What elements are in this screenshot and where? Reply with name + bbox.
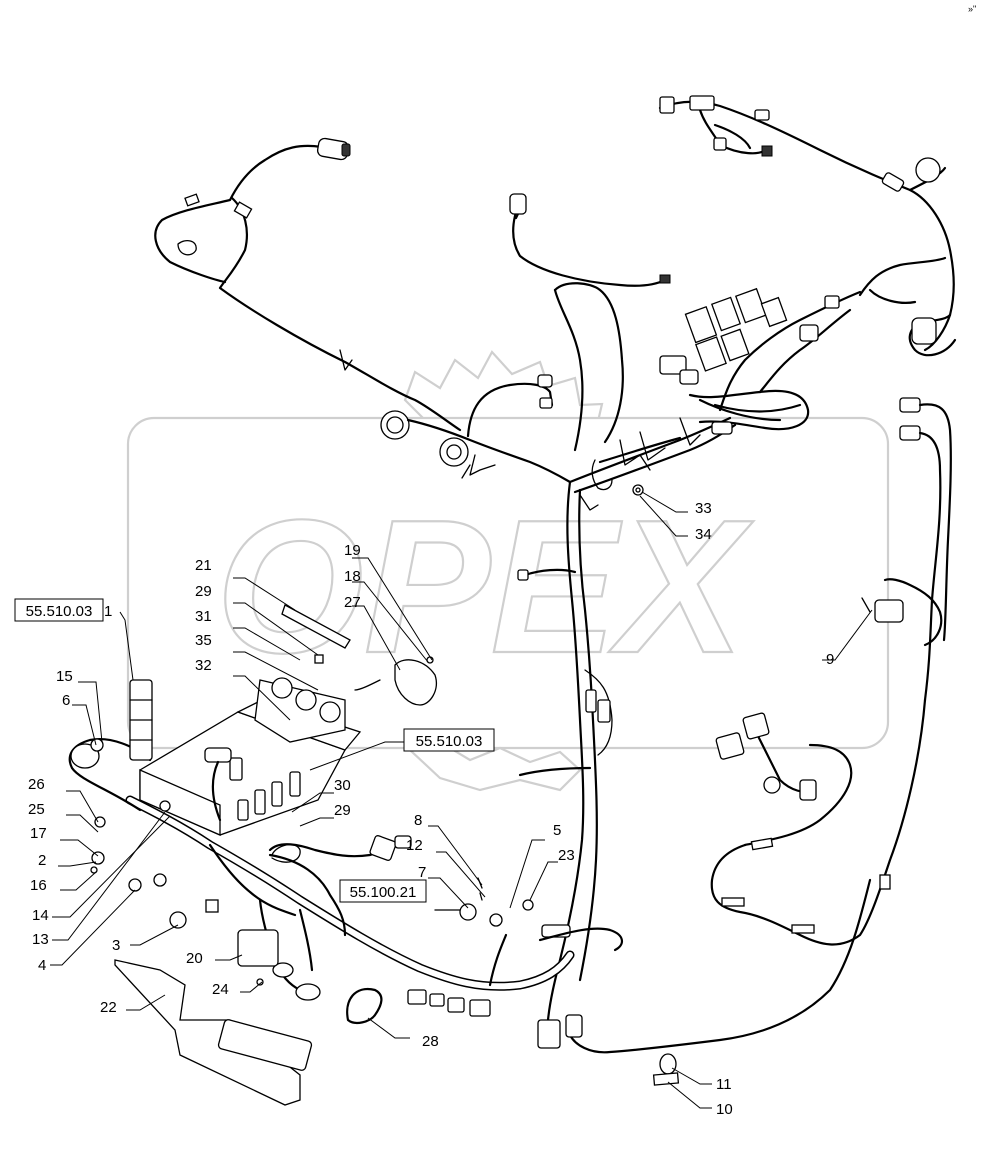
upper-left-harness <box>154 137 462 432</box>
callout-13: 13 <box>32 931 49 948</box>
ref-box-c[interactable]: 55.100.21 <box>339 879 427 903</box>
callout-32: 32 <box>195 657 212 674</box>
connector-top-left <box>316 137 351 161</box>
main-trunk <box>568 416 737 511</box>
fuse-box <box>90 677 362 836</box>
corner-mark: »" <box>968 4 976 14</box>
part-2-body <box>91 851 105 865</box>
callout-4: 4 <box>38 957 46 974</box>
ref-box-a[interactable]: 55.510.03 <box>14 598 104 622</box>
ref-box-a-text: 55.510.03 <box>26 603 93 620</box>
callout-15: 15 <box>56 668 73 685</box>
callout-31: 31 <box>195 608 212 625</box>
callout-5: 5 <box>553 822 561 839</box>
callout-21: 21 <box>195 557 212 574</box>
mounting-plate <box>114 959 301 1106</box>
callout-34: 34 <box>695 526 712 543</box>
callout-27: 27 <box>344 594 361 611</box>
ref-box-c-text: 55.100.21 <box>350 884 417 901</box>
relay-cluster <box>659 287 862 431</box>
callout-16: 16 <box>30 877 47 894</box>
callout-7: 7 <box>418 864 426 881</box>
clip-28 <box>346 987 383 1024</box>
callout-labels: 1 2 3 4 5 6 7 8 9 10 11 12 13 14 15 16 1… <box>28 500 834 1118</box>
callout-30: 30 <box>334 777 351 794</box>
callout-35: 35 <box>195 632 212 649</box>
callout-6: 6 <box>62 692 70 709</box>
parts-10-11 <box>652 1053 680 1086</box>
callout-23: 23 <box>558 847 575 864</box>
callout-8: 8 <box>414 812 422 829</box>
leader-lines <box>50 491 873 1109</box>
callout-10: 10 <box>716 1101 733 1118</box>
upper-right-harness <box>658 95 957 357</box>
callout-29-lower: 29 <box>334 802 351 819</box>
central-top-harness <box>509 193 671 452</box>
callout-20: 20 <box>186 950 203 967</box>
mid-harness-connectors <box>380 374 572 484</box>
callout-19: 19 <box>344 542 361 559</box>
right-side-harness <box>568 397 952 1054</box>
watermark-text: OPEX <box>216 481 754 693</box>
callout-22: 22 <box>100 999 117 1016</box>
ref-box-b[interactable]: 55.510.03 <box>403 728 495 752</box>
callout-18: 18 <box>344 568 361 585</box>
callout-9: 9 <box>826 651 834 668</box>
connector-top-center <box>509 193 527 215</box>
callout-33: 33 <box>695 500 712 517</box>
ref-box-b-text: 55.510.03 <box>416 733 483 750</box>
callout-17: 17 <box>30 825 47 842</box>
module-20 <box>237 929 279 967</box>
callout-26: 26 <box>28 776 45 793</box>
callout-11: 11 <box>716 1076 732 1093</box>
mid-lower-parts <box>268 835 583 1049</box>
callout-29-upper: 29 <box>195 583 212 600</box>
callout-25: 25 <box>28 801 45 818</box>
callout-1: 1 <box>104 603 112 620</box>
callout-2: 2 <box>38 852 46 869</box>
callout-24: 24 <box>212 981 229 998</box>
callout-3: 3 <box>112 937 120 954</box>
callout-28: 28 <box>422 1033 439 1050</box>
callout-12: 12 <box>406 837 423 854</box>
lower-left-parts <box>90 800 313 1106</box>
parts-33-34 <box>632 484 644 496</box>
watermark-logo: OPEX <box>126 350 890 792</box>
callout-14: 14 <box>32 907 49 924</box>
vertical-trunk <box>517 480 623 1022</box>
